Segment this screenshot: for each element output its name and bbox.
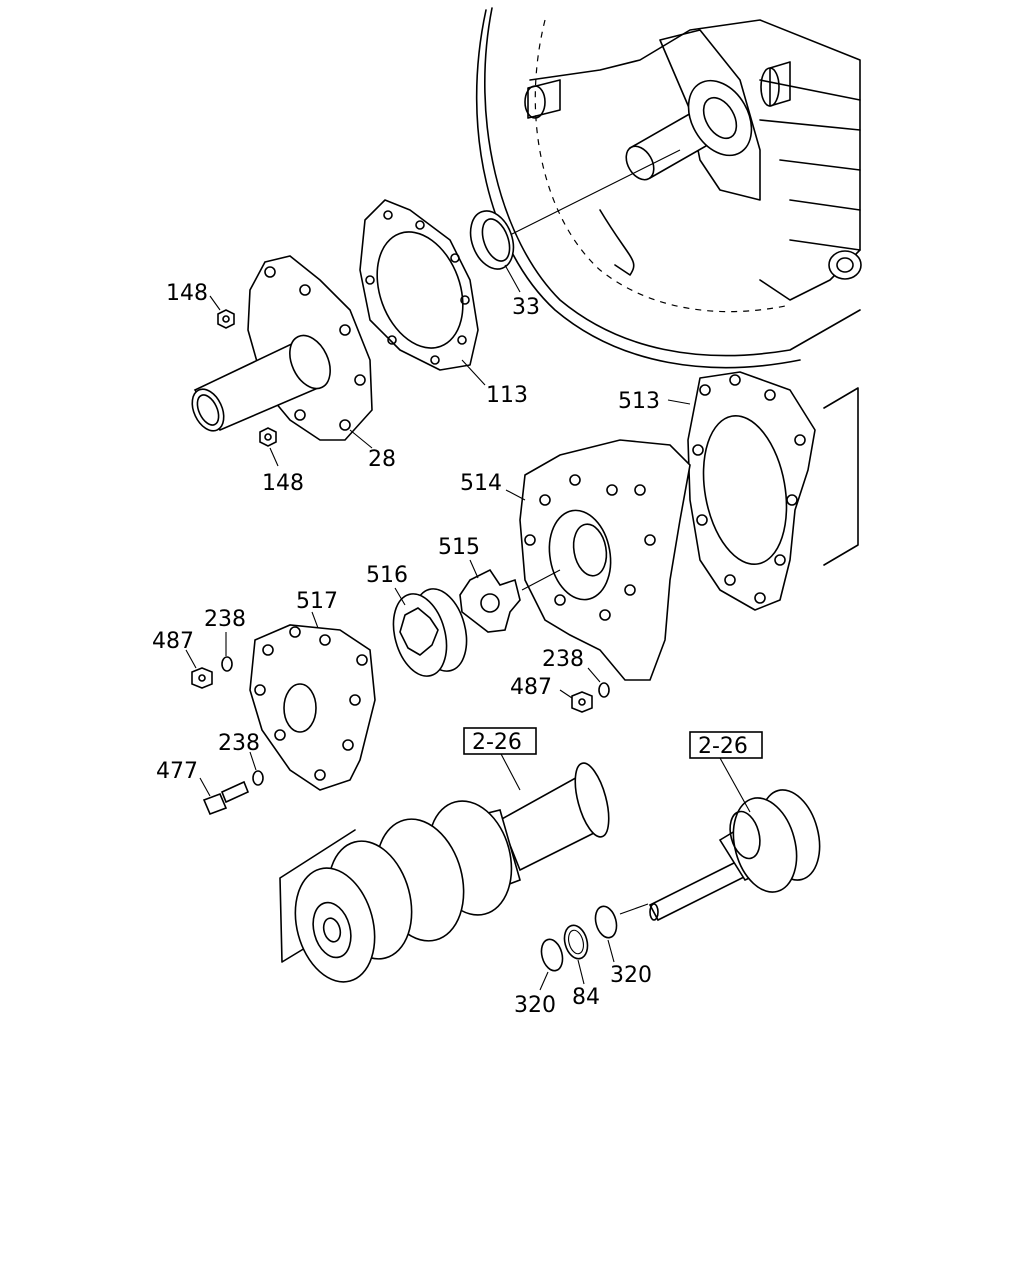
gasket-113: 113: [359, 199, 528, 408]
label-487-right: 487: [510, 675, 552, 700]
label-238-right: 238: [542, 647, 584, 672]
nut-487-right: 487: [510, 675, 593, 713]
washer-238-right: 238: [542, 647, 610, 698]
transmission-case: [475, 7, 862, 369]
label-84: 84: [572, 985, 600, 1010]
label-238-lower-left: 238: [218, 731, 260, 756]
washer-238-upper-left: 238: [204, 607, 246, 672]
washer-238-lower-left: 238: [218, 731, 264, 786]
label-513: 513: [618, 389, 660, 414]
label-515: 515: [438, 535, 480, 560]
oil-seal-33: 33: [469, 210, 540, 320]
snap-ring-320-right: 320: [594, 903, 652, 988]
pump-housing-514: 514: [460, 439, 691, 681]
counter-shaft-gear-cluster: 2-26: [279, 727, 610, 983]
gasket-513: 513: [618, 371, 859, 611]
cover-28: 28: [191, 255, 396, 472]
nut-487-left: 487: [152, 629, 213, 689]
label-33: 33: [512, 295, 540, 320]
label-320-left: 320: [514, 993, 556, 1018]
label-113: 113: [486, 383, 528, 408]
thrust-washer-84: 84: [563, 924, 600, 1010]
ref-2-26-right: 2-26: [698, 734, 748, 759]
outer-rotor-516: 516: [366, 563, 468, 677]
label-28: 28: [368, 447, 396, 472]
label-148-top: 148: [166, 281, 208, 306]
label-517: 517: [296, 589, 338, 614]
label-477: 477: [156, 759, 198, 784]
bolt-477: 477: [156, 759, 250, 816]
ref-2-26-left: 2-26: [472, 730, 522, 755]
label-487-left: 487: [152, 629, 194, 654]
label-514: 514: [460, 471, 502, 496]
nut-148-bottom: 148: [259, 427, 304, 496]
label-516: 516: [366, 563, 408, 588]
label-320-right: 320: [610, 963, 652, 988]
main-shaft: 2-26: [648, 731, 821, 922]
snap-ring-320-left: 320: [514, 938, 564, 1018]
label-148-bottom: 148: [262, 471, 304, 496]
label-238-upper-left: 238: [204, 607, 246, 632]
nut-148-top: 148: [166, 281, 235, 329]
pump-cover-517: 517: [249, 589, 376, 791]
inner-rotor-515: 515: [438, 535, 561, 633]
